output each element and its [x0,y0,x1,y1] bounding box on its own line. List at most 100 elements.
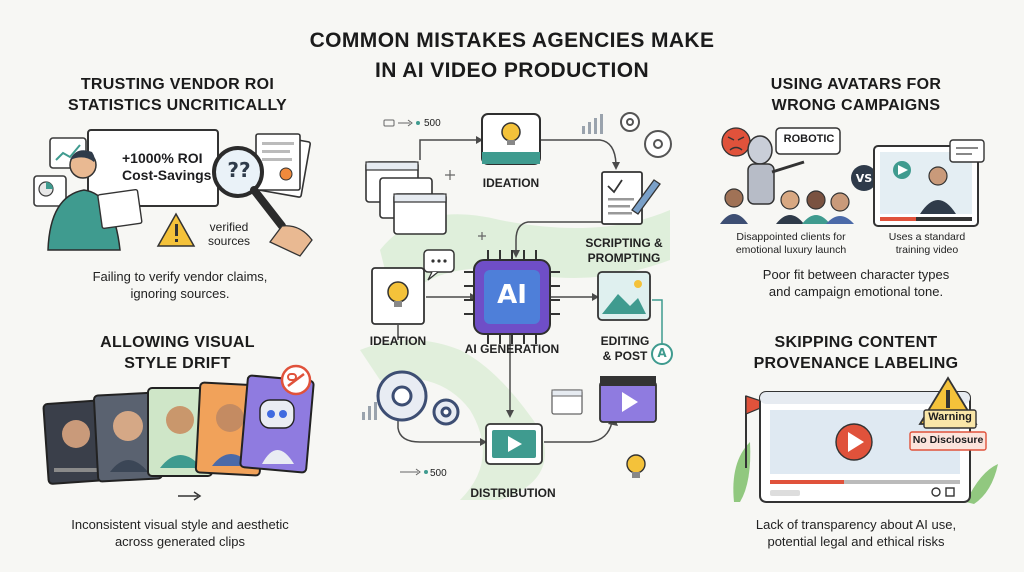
script-document-icon [601,171,661,225]
ideation-left-card [371,267,425,325]
counter-top: 500 [424,118,441,129]
broken-link-icon [280,364,312,396]
section-title-line-1: TRUSTING VENDOR ROI [80,76,275,93]
scripting-line-2: PROMPTING [587,251,661,265]
provenance-illustration [733,376,998,504]
style-drift-illustration [42,364,315,501]
counter-bottom: 500 [430,468,447,479]
robot-presenter-icon [747,135,805,205]
caption-disappointed: Disappointed clients for emotional luxur… [712,231,870,257]
arrow-heads [470,136,620,446]
caption-provenance: Lack of transparency about AI use, poten… [708,516,1004,550]
left-cap-line-2: emotional luxury launch [735,244,847,256]
section-title-line-2: STYLE DRIFT [124,355,231,372]
verified-sources-note: verified sources [196,220,262,248]
ai-chip-icon [464,250,560,344]
robotic-label: ROBOTIC [783,133,835,145]
caption-line-1: Poor fit between character types [762,267,950,282]
left-cap-line-1: Disappointed clients for [736,231,846,243]
video-clapper-icon [599,376,657,423]
editing-line-1: EDITING [600,334,650,348]
gears-top-icon [620,112,672,158]
training-video-icon [873,145,979,227]
ideation-top-card [481,113,541,165]
label-editing: EDITING & POST [590,334,660,364]
documents-stack-icon [255,133,312,198]
caption-line-1: Failing to verify vendor claims, [92,269,268,284]
label-scripting: SCRIPTING & PROMPTING [576,236,672,266]
caption-line-1: Inconsistent visual style and aesthetic [71,517,289,532]
audience-icon [720,188,854,224]
section-title-vendor-roi: TRUSTING VENDOR ROI STATISTICS UNCRITICA… [40,74,315,116]
editing-image-icon [597,271,673,365]
title-line-2: IN AI VIDEO PRODUCTION [374,59,650,82]
speech-bubble-icon [949,139,985,163]
label-ideation-top: IDEATION [482,176,540,190]
gears-bottom-icon [376,370,460,426]
roi-board-text: +1000% ROI Cost-Savings [122,150,222,184]
label-ai-generation: AI GENERATION [464,342,560,356]
person-reading-icon [47,150,143,251]
caption-line-2: ignoring sources. [130,286,230,301]
label-ideation-left: IDEATION [369,334,427,348]
mini-bars-icon [582,114,603,134]
sparkle-icons [445,170,486,240]
roi-board-line-2: Cost-Savings [122,167,212,183]
caption-line-2: potential legal and ethical risks [767,534,945,549]
bulb-bottom-icon [626,454,646,478]
caption-line-2: and campaign emotional tone. [768,284,944,299]
red-flag-icon [745,395,772,468]
magnifier-icon [212,146,313,257]
ai-chip-label: AI [497,280,527,310]
no-disclosure-box [909,431,987,451]
title-line-1: COMMON MISTAKES AGENCIES MAKE [309,29,715,52]
angry-face-icon [721,127,751,157]
robotic-bubble [775,127,841,155]
section-title-provenance: SKIPPING CONTENT PROVENANCE LABELING [718,332,994,374]
section-title-line-2: WRONG CAMPAIGNS [771,97,941,114]
stacked-windows-icon [365,161,447,235]
section-title-line-1: ALLOWING VISUAL [100,334,255,351]
counter-bottom-icon [400,468,428,476]
warning-icon [156,212,196,247]
section-title-line-1: SKIPPING CONTENT [774,334,938,351]
workflow-diagram [360,112,673,500]
vendor-roi-illustration [33,129,313,257]
caption-line-1: Lack of transparency about AI use, [755,517,957,532]
badge-a: A [657,346,667,360]
warning-label: Warning [928,411,972,423]
avatars-illustration [720,127,985,227]
distribution-player-icon [485,423,543,465]
vs-label: VS [855,172,873,185]
chat-bubble-icon [423,249,455,281]
clip-frame-5 [239,374,315,474]
roi-board-line-1: +1000% ROI [122,150,203,166]
video-player-window [759,391,971,503]
label-distribution: DISTRIBUTION [470,486,556,500]
clip-frame-2 [92,391,164,483]
section-title-line-1: USING AVATARS FOR [770,76,942,93]
caption-avatars: Poor fit between character types and cam… [708,266,1004,300]
question-marks: ?? [227,158,251,182]
clip-frame-1 [42,399,112,485]
page-title: COMMON MISTAKES AGENCIES MAKE IN AI VIDE… [0,26,1024,86]
caption-vendor-roi: Failing to verify vendor claims, ignorin… [30,268,330,302]
warning-label-box [923,409,977,429]
right-cap-line-1: Uses a standard [888,231,966,243]
section-title-style-drift: ALLOWING VISUAL STYLE DRIFT [40,332,315,374]
vs-badge [851,165,877,191]
mini-bars-left-icon [362,402,377,420]
player-controls [931,487,955,497]
section-title-line-2: PROVENANCE LABELING [753,355,959,372]
scripting-line-1: SCRIPTING & [585,236,663,250]
right-cap-line-2: training video [895,244,959,256]
window-cursor-icon [551,389,583,415]
flow-connectors [397,139,617,443]
note-line-1: verified [209,220,249,234]
caption-style-drift: Inconsistent visual style and aesthetic … [30,516,330,550]
no-disclosure-label: No Disclosure [912,434,984,446]
caption-standard-video: Uses a standard training video [872,231,982,257]
caption-line-2: across generated clips [114,534,246,549]
section-title-avatars: USING AVATARS FOR WRONG CAMPAIGNS [718,74,994,116]
section-title-line-2: STATISTICS UNCRITICALLY [67,97,288,114]
